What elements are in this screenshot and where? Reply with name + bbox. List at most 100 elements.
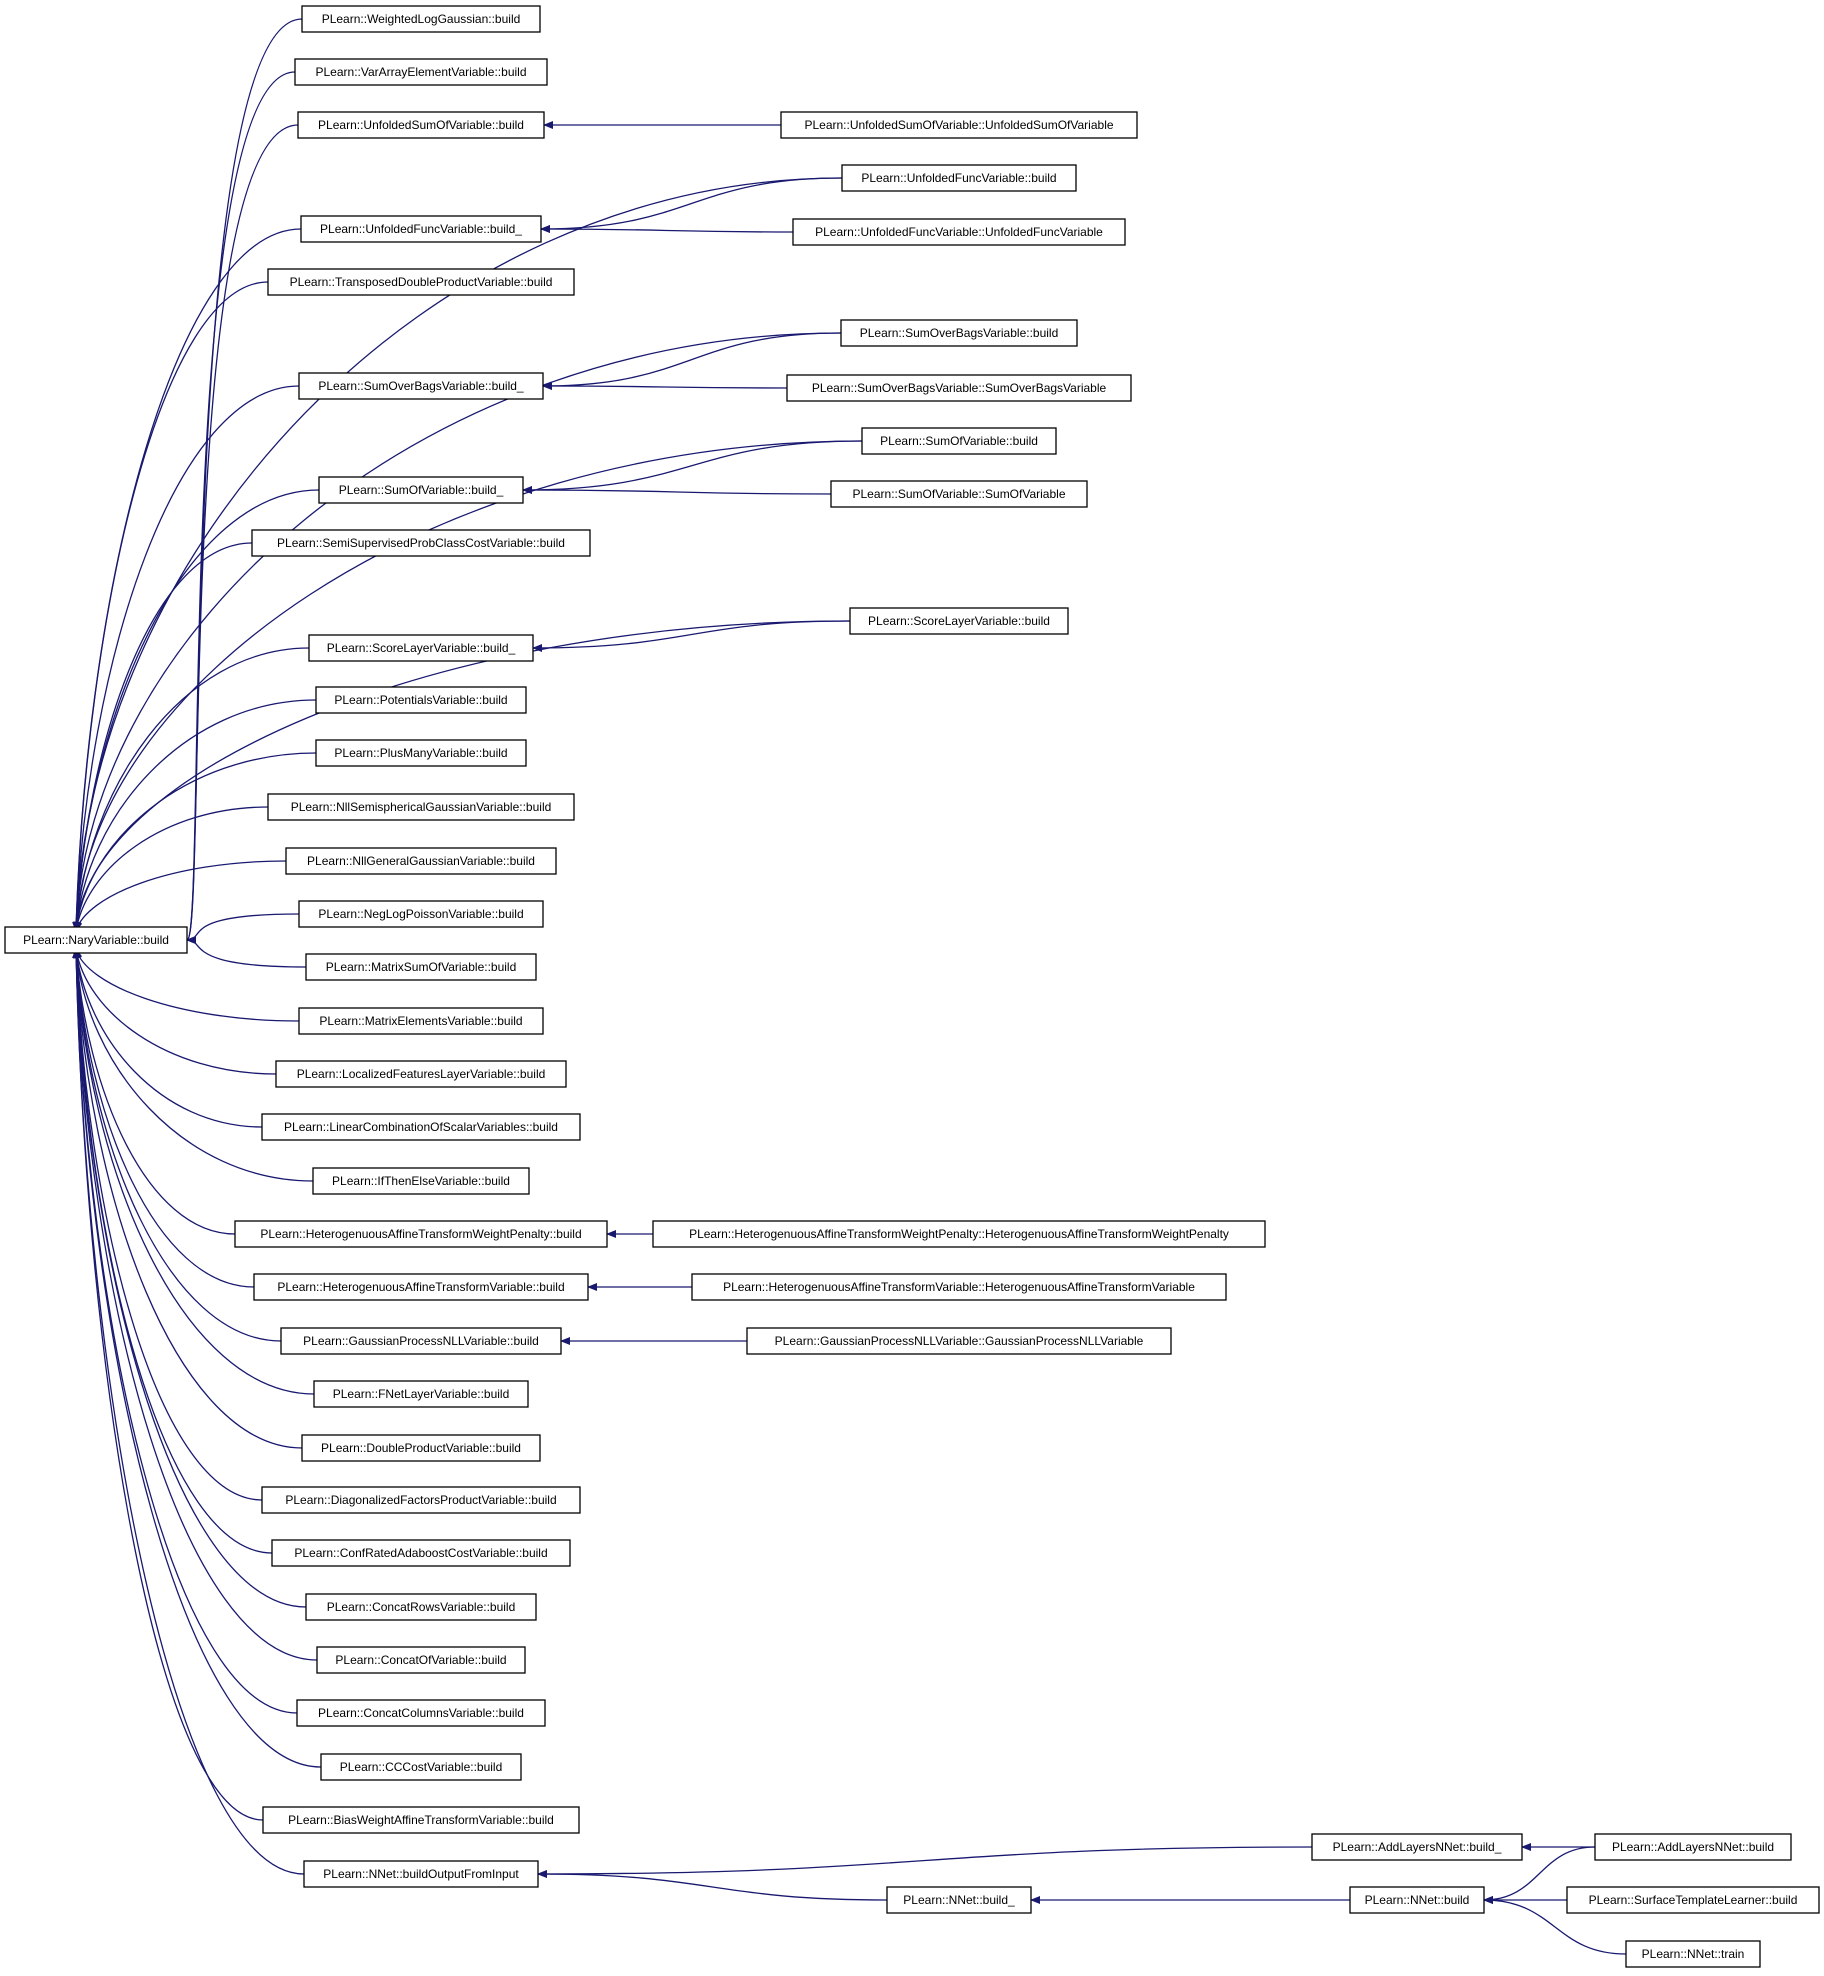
node-label: PLearn::AddLayersNNet::build: [1612, 1840, 1774, 1854]
node-box: [1311, 1833, 1523, 1861]
node-label: PLearn::AddLayersNNet::build_: [1333, 1840, 1502, 1854]
node-box: [262, 1806, 580, 1834]
node-hwp-build[interactable]: PLearn::HeterogenuousAffineTransformWeig…: [234, 1220, 608, 1248]
node-lcs-build[interactable]: PLearn::LinearCombinationOfScalarVariabl…: [261, 1113, 581, 1141]
node-hav-ctor[interactable]: PLearn::HeterogenuousAffineTransformVari…: [691, 1273, 1227, 1301]
edge-mev-build-to-nary-build: [74, 948, 300, 1022]
node-label: PLearn::SumOfVariable::build: [880, 434, 1038, 448]
node-dpv-build[interactable]: PLearn::DoubleProductVariable::build: [301, 1434, 541, 1462]
edge-hav-build-to-nary-build: [72, 948, 255, 1288]
node-ccv-build[interactable]: PLearn::ConcatColumnsVariable::build: [296, 1699, 546, 1727]
node-hav-build[interactable]: PLearn::HeterogenuousAffineTransformVari…: [253, 1273, 589, 1301]
node-sspc-build[interactable]: PLearn::SemiSupervisedProbClassCostVaria…: [251, 529, 591, 557]
node-box: [301, 1434, 541, 1462]
node-label: PLearn::NNet::build_: [903, 1893, 1015, 1907]
node-ngg-build[interactable]: PLearn::NllGeneralGaussianVariable::buil…: [285, 847, 557, 875]
node-nsg-build[interactable]: PLearn::NllSemisphericalGaussianVariable…: [267, 793, 575, 821]
node-pot-build[interactable]: PLearn::PotentialsVariable::build: [315, 686, 527, 714]
node-label: PLearn::SumOverBagsVariable::build: [860, 326, 1059, 340]
node-nnet-bofi[interactable]: PLearn::NNet::buildOutputFromInput: [303, 1860, 539, 1888]
node-label: PLearn::SemiSupervisedProbClassCostVaria…: [277, 536, 565, 550]
node-sof-build[interactable]: PLearn::SumOfVariable::build: [861, 427, 1057, 455]
node-usv-build[interactable]: PLearn::UnfoldedSumOfVariable::build: [297, 111, 545, 139]
node-crv-build[interactable]: PLearn::ConcatRowsVariable::build: [305, 1593, 537, 1621]
node-label: PLearn::GaussianProcessNLLVariable::buil…: [303, 1334, 539, 1348]
node-usv-ctor[interactable]: PLearn::UnfoldedSumOfVariable::UnfoldedS…: [780, 111, 1138, 139]
node-mev-build[interactable]: PLearn::MatrixElementsVariable::build: [298, 1007, 544, 1035]
node-ccc-build[interactable]: PLearn::CCCostVariable::build: [320, 1753, 522, 1781]
node-nnet-build-underscore[interactable]: PLearn::NNet::build_: [886, 1886, 1032, 1914]
node-sob-ctor[interactable]: PLearn::SumOverBagsVariable::SumOverBags…: [786, 374, 1132, 402]
node-aln-build-underscore[interactable]: PLearn::AddLayersNNet::build_: [1311, 1833, 1523, 1861]
node-box: [1566, 1886, 1820, 1914]
edge-aln-build-to-nnet-build: [1483, 1846, 1596, 1904]
node-wlg-build[interactable]: PLearn::WeightedLogGaussian::build: [301, 5, 541, 33]
node-box: [1349, 1886, 1485, 1914]
node-box: [786, 374, 1132, 402]
node-sof-build-underscore[interactable]: PLearn::SumOfVariable::build_: [318, 476, 524, 504]
node-bwa-build[interactable]: PLearn::BiasWeightAffineTransformVariabl…: [262, 1806, 580, 1834]
node-stl-build[interactable]: PLearn::SurfaceTemplateLearner::build: [1566, 1886, 1820, 1914]
node-msv-build[interactable]: PLearn::MatrixSumOfVariable::build: [305, 953, 537, 981]
node-box: [840, 319, 1078, 347]
node-box: [251, 529, 591, 557]
node-label: PLearn::ConcatRowsVariable::build: [327, 1600, 516, 1614]
node-label: PLearn::HeterogenuousAffineTransformWeig…: [689, 1227, 1229, 1241]
node-box: [234, 1220, 608, 1248]
node-dfp-build[interactable]: PLearn::DiagonalizedFactorsProductVariab…: [261, 1486, 581, 1514]
node-gpn-ctor[interactable]: PLearn::GaussianProcessNLLVariable::Gaus…: [746, 1327, 1172, 1355]
edge-sspc-build-to-nary-build: [72, 542, 253, 932]
edge-bwa-build-to-nary-build: [72, 948, 264, 1821]
node-label: PLearn::MatrixSumOfVariable::build: [326, 960, 517, 974]
node-aln-build[interactable]: PLearn::AddLayersNNet::build: [1594, 1833, 1792, 1861]
node-label: PLearn::BiasWeightAffineTransformVariabl…: [288, 1813, 554, 1827]
node-box: [312, 1167, 530, 1195]
node-label: PLearn::ScoreLayerVariable::build_: [327, 641, 516, 655]
node-label: PLearn::PotentialsVariable::build: [334, 693, 507, 707]
node-box: [830, 480, 1088, 508]
node-label: PLearn::ConcatOfVariable::build: [335, 1653, 506, 1667]
edge-cov-build-to-nary-build: [72, 948, 318, 1661]
node-ufv-ctor[interactable]: PLearn::UnfoldedFuncVariable::UnfoldedFu…: [792, 218, 1126, 246]
node-vae-build[interactable]: PLearn::VarArrayElementVariable::build: [294, 58, 548, 86]
node-fnl-build[interactable]: PLearn::FNetLayerVariable::build: [313, 1380, 529, 1408]
edges-layer: [72, 18, 1627, 1955]
node-box: [294, 58, 548, 86]
edge-slv-build-underscore-to-nary-build: [72, 647, 310, 932]
node-lfl-build[interactable]: PLearn::LocalizedFeaturesLayerVariable::…: [275, 1060, 567, 1088]
node-nary-build[interactable]: PLearn::NaryVariable::build: [4, 926, 188, 954]
node-sob-build[interactable]: PLearn::SumOverBagsVariable::build: [840, 319, 1078, 347]
node-ufv-build[interactable]: PLearn::UnfoldedFuncVariable::build: [841, 164, 1077, 192]
node-pmv-build[interactable]: PLearn::PlusManyVariable::build: [315, 739, 527, 767]
node-sof-ctor[interactable]: PLearn::SumOfVariable::SumOfVariable: [830, 480, 1088, 508]
node-label: PLearn::NNet::buildOutputFromInput: [323, 1867, 519, 1881]
node-box: [280, 1327, 562, 1355]
node-nnet-build[interactable]: PLearn::NNet::build: [1349, 1886, 1485, 1914]
node-slv-build-underscore[interactable]: PLearn::ScoreLayerVariable::build_: [308, 634, 534, 662]
node-nlp-build[interactable]: PLearn::NegLogPoissonVariable::build: [298, 900, 544, 928]
node-ite-build[interactable]: PLearn::IfThenElseVariable::build: [312, 1167, 530, 1195]
node-cra-build[interactable]: PLearn::ConfRatedAdaboostCostVariable::b…: [271, 1539, 571, 1567]
node-tdp-build[interactable]: PLearn::TransposedDoubleProductVariable:…: [267, 268, 575, 296]
node-box: [298, 1007, 544, 1035]
edge-fnl-build-to-nary-build: [72, 948, 315, 1395]
node-slv-build[interactable]: PLearn::ScoreLayerVariable::build: [849, 607, 1069, 635]
node-box: [746, 1327, 1172, 1355]
node-box: [318, 476, 524, 504]
node-cov-build[interactable]: PLearn::ConcatOfVariable::build: [316, 1646, 526, 1674]
node-label: PLearn::ConcatColumnsVariable::build: [318, 1706, 524, 1720]
node-ufv-build-underscore[interactable]: PLearn::UnfoldedFuncVariable::build_: [300, 215, 542, 243]
node-sob-build-underscore[interactable]: PLearn::SumOverBagsVariable::build_: [298, 372, 544, 400]
node-label: PLearn::MatrixElementsVariable::build: [319, 1014, 522, 1028]
node-box: [315, 686, 527, 714]
edge-lfl-build-to-nary-build: [73, 948, 277, 1075]
node-label: PLearn::CCCostVariable::build: [340, 1760, 503, 1774]
node-box: [652, 1220, 1266, 1248]
node-hwp-ctor[interactable]: PLearn::HeterogenuousAffineTransformWeig…: [652, 1220, 1266, 1248]
node-label: PLearn::TransposedDoubleProductVariable:…: [290, 275, 553, 289]
node-nnet-train[interactable]: PLearn::NNet::train: [1625, 1940, 1761, 1968]
node-gpn-build[interactable]: PLearn::GaussianProcessNLLVariable::buil…: [280, 1327, 562, 1355]
node-box: [316, 1646, 526, 1674]
edge-gpn-build-to-nary-build: [72, 948, 282, 1342]
node-label: PLearn::IfThenElseVariable::build: [332, 1174, 510, 1188]
